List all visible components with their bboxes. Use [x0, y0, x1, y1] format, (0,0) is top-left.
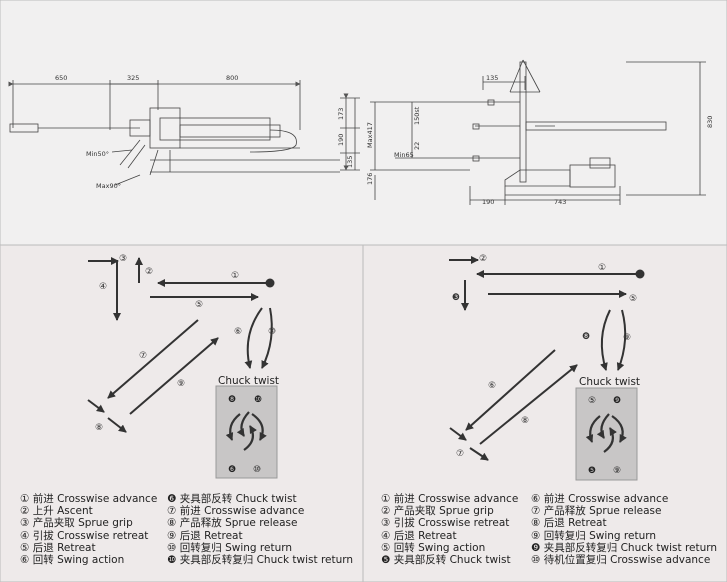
- legend-item: ③ 引拔 Crosswise retreat: [381, 517, 510, 530]
- legend-item: ② 上升 Ascent: [20, 505, 93, 518]
- drawing-panel: [0, 0, 727, 246]
- front-view-dimensions: 135 830 150st 22 Max417 Min65 176 190 74…: [366, 74, 714, 206]
- legend-left-col1: ① 前进 Crosswise advance ② 上升 Ascent ③ 产品夹…: [20, 493, 157, 566]
- legend-item: ① 前进 Crosswise advance: [381, 493, 519, 505]
- dim-800: 800: [226, 74, 238, 82]
- dim-176: 176: [366, 173, 374, 185]
- dim-22: 22: [413, 142, 421, 150]
- dim-min65: Min65: [394, 151, 414, 159]
- dim-325: 325: [127, 74, 139, 82]
- legend-item: ④ 引拔 Crosswise retreat: [20, 529, 149, 542]
- start-point-left: [265, 278, 275, 288]
- legend-item: ⑨ 后退 Retreat: [167, 529, 243, 542]
- side-view-drawing: [8, 80, 360, 186]
- sequence-diagram-right: [449, 256, 638, 461]
- step-label: ②: [479, 254, 487, 264]
- chuck-label: ⑤: [588, 396, 596, 406]
- side-view-dimensions: 650 325 800 173 190 135 Min50° Max90°: [55, 74, 354, 190]
- sequence-steps-left: ① ② ③ ④ ⑤ ⑥ ⑦ ⑧ ⑨ ⑩: [95, 254, 276, 433]
- dim-135-front: 135: [486, 74, 498, 82]
- sequence-diagram-left: [87, 257, 273, 433]
- legend-item: ⑨ 回转复归 Swing return: [531, 529, 657, 542]
- legend-item: ③ 产品夹取 Sprue grip: [20, 517, 133, 530]
- step-label: ⑧: [95, 423, 103, 433]
- step-label: ⑥: [234, 327, 242, 337]
- chuck-label: ❽: [228, 395, 236, 405]
- front-view-drawing: [370, 59, 706, 205]
- legend-item: ❿ 夹具部反转复归 Chuck twist return: [167, 553, 354, 566]
- step-label: ①: [231, 271, 239, 281]
- step-label: ⑩: [268, 327, 276, 337]
- legend-right-col1: ① 前进 Crosswise advance ② 产品夹取 Sprue grip…: [381, 493, 518, 566]
- angle-max90: Max90°: [96, 182, 121, 190]
- legend-left-col2: ❻ 夹具部反转 Chuck twist ⑦ 前进 Crosswise advan…: [167, 493, 353, 566]
- step-label: ③: [119, 254, 127, 264]
- legend-item: ⑧ 后退 Retreat: [531, 517, 607, 530]
- legend-item: ⑤ 后退 Retreat: [20, 541, 96, 554]
- step-label: ④: [99, 282, 107, 292]
- step-label: ❽: [582, 332, 590, 342]
- legend-item: ⑩ 回转复归 Swing return: [167, 541, 293, 554]
- dim-150st: 150st: [413, 106, 421, 125]
- legend-item: ④ 后退 Retreat: [381, 529, 457, 542]
- legend-item: ⑩ 待机位置复归 Crosswise advance: [531, 553, 711, 566]
- step-label: ⑦: [456, 449, 464, 459]
- dim-max417: Max417: [366, 122, 374, 148]
- dim-650: 650: [55, 74, 67, 82]
- dim-190-front: 190: [482, 198, 494, 206]
- chuck-label: ⑨: [613, 466, 621, 476]
- legend-item: ② 产品夹取 Sprue grip: [381, 505, 494, 518]
- chuck-label: ❻: [228, 465, 236, 475]
- dim-190: 190: [337, 134, 345, 146]
- chuck-twist-box-left: ❽ ❿ ❻ ⑩: [215, 385, 278, 479]
- chuck-twist-title-right: Chuck twist: [579, 376, 640, 388]
- chuck-label: ❺: [588, 466, 596, 476]
- dim-743: 743: [554, 198, 566, 206]
- step-label: ⑧: [521, 416, 529, 426]
- start-point-right: [635, 269, 645, 279]
- legend-item: ① 前进 Crosswise advance: [20, 493, 158, 505]
- step-label: ⑤: [195, 300, 203, 310]
- legend-item: ❻ 夹具部反转 Chuck twist: [167, 493, 297, 505]
- legend-item: ⑥ 前进 Crosswise advance: [531, 493, 669, 505]
- dim-830: 830: [706, 116, 714, 128]
- legend-right-col2: ⑥ 前进 Crosswise advance ⑦ 产品释放 Sprue rele…: [531, 493, 717, 566]
- step-label: ⑦: [139, 351, 147, 361]
- sequence-panel-left: [0, 244, 364, 582]
- chuck-twist-box-right: ⑤ ❾ ❺ ⑨: [575, 387, 638, 481]
- legend-item: ❺ 夹具部反转 Chuck twist: [381, 553, 511, 566]
- angle-min50: Min50°: [86, 150, 109, 158]
- sequence-steps-right: ① ② ❸ ⑤ ⑥ ❽ ⑧ ⑨ ⑦: [452, 254, 637, 459]
- step-label: ❸: [452, 293, 460, 303]
- step-label: ②: [145, 267, 153, 277]
- step-label: ⑥: [488, 381, 496, 391]
- legend-item: ❾ 夹具部反转复归 Chuck twist return: [531, 541, 718, 554]
- chuck-twist-title-left: Chuck twist: [218, 375, 279, 387]
- dim-135: 135: [346, 156, 354, 168]
- legend-item: ⑧ 产品释放 Sprue release: [167, 517, 298, 530]
- legend-item: ⑦ 前进 Crosswise advance: [167, 505, 305, 518]
- step-label: ⑨: [623, 333, 631, 343]
- step-label: ⑨: [177, 379, 185, 389]
- dim-173: 173: [337, 108, 345, 120]
- step-label: ①: [598, 263, 606, 273]
- sequence-panel-right: [362, 244, 727, 582]
- legend-item: ⑥ 回转 Swing action: [20, 553, 125, 566]
- chuck-label: ❾: [613, 396, 621, 406]
- chuck-label: ❿: [254, 395, 262, 405]
- legend-item: ⑤ 回转 Swing action: [381, 541, 486, 554]
- legend-item: ⑦ 产品释放 Sprue release: [531, 505, 662, 518]
- chuck-label: ⑩: [253, 465, 261, 475]
- step-label: ⑤: [629, 294, 637, 304]
